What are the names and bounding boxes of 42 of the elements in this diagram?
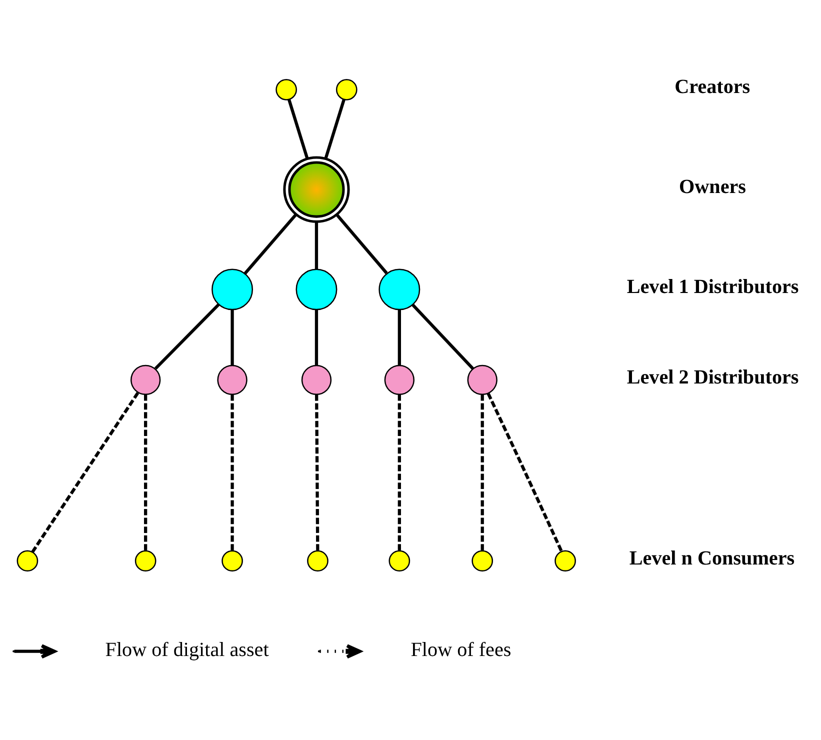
- legend-label: Flow of digital asset: [105, 638, 269, 661]
- node-circle: [554, 550, 576, 572]
- connector: [244, 212, 298, 274]
- connector: [480, 394, 484, 550]
- connector: [486, 392, 563, 552]
- label: Creators: [674, 76, 750, 98]
- connector: [288, 98, 309, 159]
- node-circle: [388, 550, 410, 572]
- connector: [398, 309, 401, 365]
- node-circle: [472, 550, 494, 572]
- label: Owners: [679, 176, 746, 198]
- node-circle: [296, 268, 338, 310]
- connector: [230, 394, 234, 550]
- node-circle: [217, 364, 248, 394]
- connector: [336, 213, 388, 274]
- connector: [230, 309, 234, 365]
- connector: [314, 221, 318, 269]
- label: Level 1 Distributors: [626, 275, 799, 298]
- node-circle: [384, 364, 414, 394]
- node-circle: [222, 550, 243, 572]
- connector: [314, 309, 318, 365]
- node-circle: [378, 268, 420, 310]
- connector: [412, 303, 474, 370]
- connector: [398, 394, 401, 550]
- connector: [144, 394, 148, 550]
- node-circle: [130, 364, 161, 394]
- node-circle: [212, 268, 254, 310]
- node-circle: [276, 78, 297, 100]
- label: Level 2 Distributors: [626, 366, 799, 388]
- node-circle: [467, 364, 498, 394]
- connector: [315, 394, 320, 550]
- node-circle: [307, 550, 328, 572]
- connector: [31, 392, 140, 552]
- node-circle: [134, 550, 156, 572]
- node-circle: [16, 550, 38, 572]
- connector: [324, 98, 346, 159]
- legend-label: Flow of fees: [410, 638, 512, 661]
- node-circle: [336, 78, 358, 100]
- label: Level n Consumers: [629, 546, 795, 569]
- node-circle: [301, 364, 332, 394]
- connector: [154, 302, 220, 370]
- node-circle: [283, 156, 350, 222]
